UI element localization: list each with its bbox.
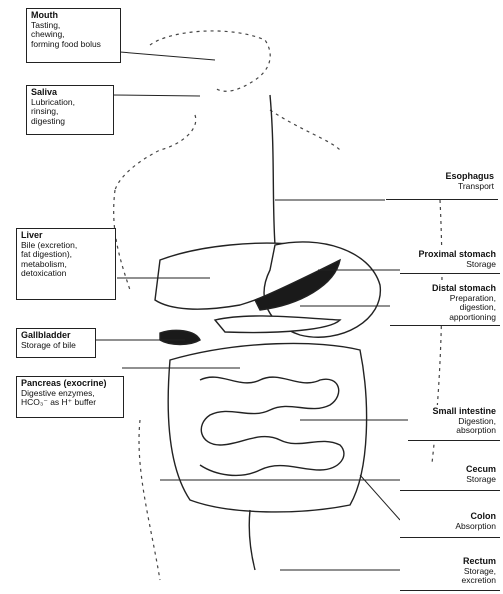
label-colon: Colon Absorption (400, 510, 500, 538)
colon-shape (168, 343, 366, 512)
label-distal-stomach: Distal stomach Preparation, digestion, a… (390, 282, 500, 326)
pancreas-desc: Digestive enzymes, HCO₃⁻ as H⁺ buffer (21, 389, 119, 408)
proximal-stomach-desc: Storage (404, 260, 496, 270)
label-gallbladder: Gallbladder Storage of bile (16, 328, 96, 358)
esophagus-shape (270, 95, 275, 245)
gallbladder-shape (160, 330, 200, 344)
head-outline (150, 31, 270, 91)
esophagus-desc: Transport (390, 182, 494, 192)
rectum-shape (249, 510, 255, 570)
rectum-desc: Storage, excretion (404, 567, 496, 586)
small-intestine-loops (200, 377, 344, 475)
distal-stomach-desc: Preparation, digestion, apportioning (394, 294, 496, 323)
saliva-desc: Lubrication, rinsing, digesting (31, 98, 109, 127)
colon-desc: Absorption (404, 522, 496, 532)
label-mouth: Mouth Tasting, chewing, forming food bol… (26, 8, 121, 63)
neck-outline (115, 115, 196, 190)
label-rectum: Rectum Storage, excretion (400, 555, 500, 591)
body-right-outline (270, 110, 340, 150)
label-proximal-stomach: Proximal stomach Storage (400, 248, 500, 274)
body-left-outline (114, 190, 130, 290)
label-cecum: Cecum Storage (400, 463, 500, 491)
saliva-leader (112, 95, 200, 96)
gallbladder-desc: Storage of bile (21, 341, 91, 351)
small-intestine-desc: Digestion, absorption (412, 417, 496, 436)
mouth-desc: Tasting, chewing, forming food bolus (31, 21, 116, 50)
abdomen-left-outline (139, 420, 160, 580)
label-esophagus: Esophagus Transport (386, 170, 498, 200)
label-saliva: Saliva Lubrication, rinsing, digesting (26, 85, 114, 135)
cecum-desc: Storage (404, 475, 496, 485)
liver-desc: Bile (excretion, fat digestion), metabol… (21, 241, 111, 279)
colon-leader (360, 475, 400, 520)
label-small-intestine: Small intestine Digestion, absorption (408, 405, 500, 441)
label-liver: Liver Bile (excretion, fat digestion), m… (16, 228, 116, 300)
mouth-leader (120, 52, 215, 60)
label-pancreas: Pancreas (exocrine) Digestive enzymes, H… (16, 376, 124, 418)
